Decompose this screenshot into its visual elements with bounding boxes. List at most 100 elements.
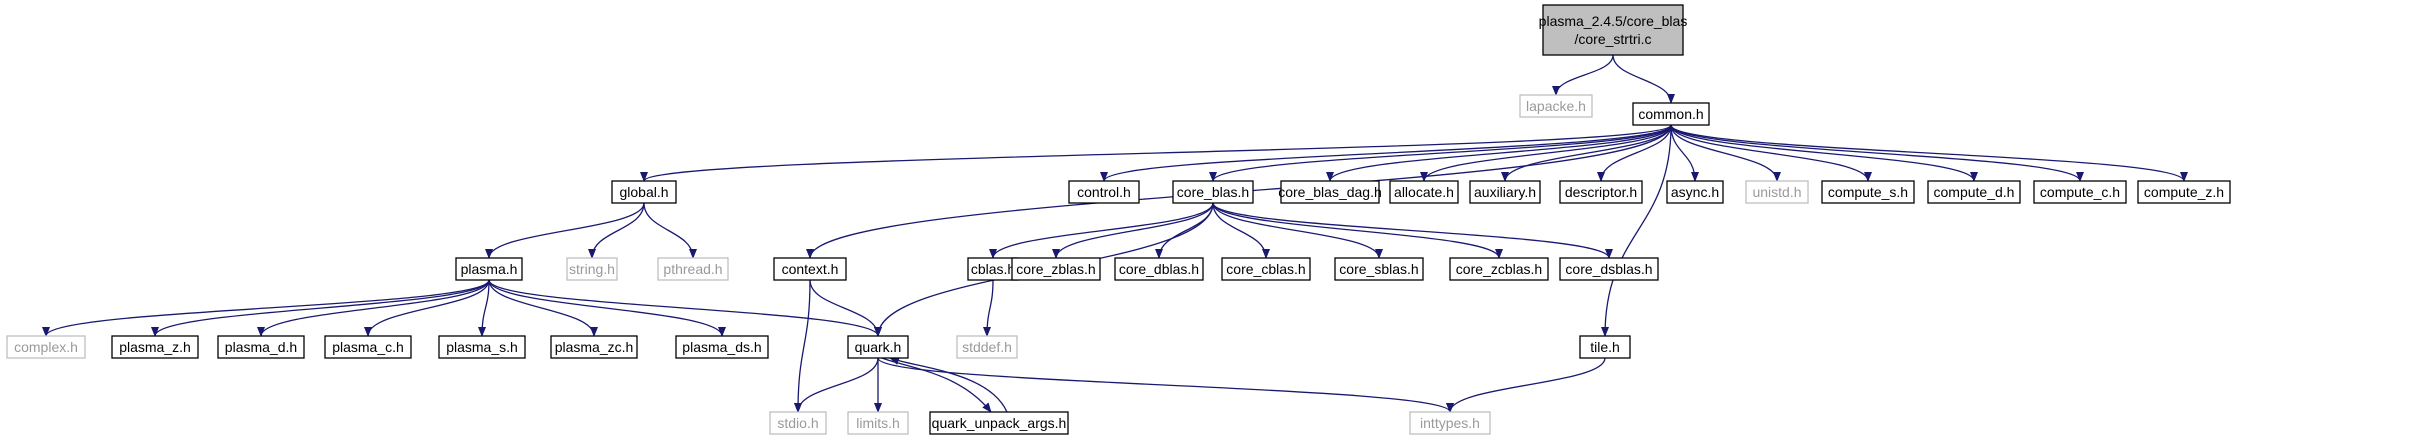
- node-async[interactable]: async.h: [1666, 180, 1724, 204]
- node-descriptor[interactable]: descriptor.h: [1559, 180, 1643, 204]
- node-box: [1389, 180, 1459, 204]
- edge-core_blas-to-core_cblas: [1212, 202, 1270, 259]
- node-label: control.h: [1077, 184, 1131, 200]
- node-label: stdio.h: [777, 415, 818, 431]
- node-box: [324, 335, 412, 359]
- node-label: core_dsblas.h: [1565, 261, 1652, 277]
- node-compute-d[interactable]: compute_d.h: [1927, 180, 2021, 204]
- node-label: core_blas_dag.h: [1278, 184, 1382, 200]
- node-core-dsblas[interactable]: core_dsblas.h: [1559, 257, 1659, 281]
- edge-common-to-global: [640, 124, 1672, 182]
- node-box: [111, 335, 199, 359]
- edge-core_blas-to-core_zcblas: [1212, 202, 1503, 259]
- edge-common-to-control: [1100, 124, 1672, 182]
- node-box: [2033, 180, 2127, 204]
- node-compute-s[interactable]: compute_s.h: [1821, 180, 1915, 204]
- edge-plasma-to-plasma_z: [151, 279, 490, 337]
- node-core-sblas[interactable]: core_sblas.h: [1334, 257, 1424, 281]
- node-core-cblas[interactable]: core_cblas.h: [1221, 257, 1311, 281]
- edge-plasma-to-plasma_ds: [488, 279, 726, 337]
- node-box: [1334, 257, 1424, 281]
- node-box: [847, 411, 909, 435]
- node-control[interactable]: control.h: [1068, 180, 1140, 204]
- node-quark-unpack-args[interactable]: quark_unpack_args.h: [929, 411, 1069, 435]
- node-box: [1559, 257, 1659, 281]
- node-core-dblas[interactable]: core_dblas.h: [1114, 257, 1204, 281]
- edge-context-to-quark: [809, 279, 882, 337]
- node-string: string.h: [566, 257, 618, 281]
- node-plasma-zc[interactable]: plasma_zc.h: [550, 335, 638, 359]
- node-box: [550, 335, 638, 359]
- edge-common-to-compute_d: [1670, 124, 1978, 182]
- node-label: plasma_c.h: [332, 339, 404, 355]
- edge-root-to-lapacke: [1552, 54, 1614, 96]
- node-box: [611, 180, 677, 204]
- node-plasma-c[interactable]: plasma_c.h: [324, 335, 412, 359]
- edge-common-to-descriptor: [1597, 124, 1672, 182]
- node-context[interactable]: context.h: [773, 257, 847, 281]
- node-label: stddef.h: [962, 339, 1012, 355]
- edge-quark-to-inttypes: [877, 357, 1454, 413]
- node-tile[interactable]: tile.h: [1579, 335, 1631, 359]
- node-label: inttypes.h: [1420, 415, 1480, 431]
- node-plasma-d[interactable]: plasma_d.h: [217, 335, 305, 359]
- node-label: plasma_z.h: [119, 339, 191, 355]
- edge-common-to-compute_c: [1670, 124, 2084, 182]
- node-label: descriptor.h: [1565, 184, 1637, 200]
- node-plasma-ds[interactable]: plasma_ds.h: [675, 335, 769, 359]
- node-label: core_dblas.h: [1119, 261, 1199, 277]
- edge-global-to-plasma: [485, 202, 645, 259]
- node-box: [847, 335, 909, 359]
- node-box: [1172, 180, 1254, 204]
- node-box: [1666, 180, 1724, 204]
- node-box: [566, 257, 618, 281]
- node-box: [1542, 4, 1684, 56]
- node-label: tile.h: [1590, 339, 1620, 355]
- node-box: [1221, 257, 1311, 281]
- node-plasma[interactable]: plasma.h: [455, 257, 523, 281]
- node-box: [769, 411, 827, 435]
- node-core-zblas[interactable]: core_zblas.h: [1011, 257, 1101, 281]
- edge-layer: [42, 54, 2188, 413]
- node-core-zcblas[interactable]: core_zcblas.h: [1449, 257, 1549, 281]
- node-quark[interactable]: quark.h: [847, 335, 909, 359]
- edge-tile-to-inttypes: [1446, 357, 1606, 413]
- node-stdio: stdio.h: [769, 411, 827, 435]
- edge-quark_unpack_args-to-quark: [889, 357, 1008, 413]
- node-label: context.h: [782, 261, 839, 277]
- node-label: plasma_d.h: [225, 339, 297, 355]
- node-box: [1927, 180, 2021, 204]
- edge-common-to-unistd: [1670, 124, 1781, 182]
- edge-context-to-stdio: [794, 279, 811, 413]
- node-label: async.h: [1671, 184, 1719, 200]
- edge-common-to-allocate: [1420, 124, 1672, 182]
- node-box: [6, 335, 86, 359]
- node-label: string.h: [569, 261, 615, 277]
- edge-global-to-pthread: [643, 202, 697, 259]
- node-label: plasma_2.4.5/core_blas: [1539, 13, 1688, 29]
- node-core-blas[interactable]: core_blas.h: [1172, 180, 1254, 204]
- node-label: core_zcblas.h: [1456, 261, 1542, 277]
- node-label: /core_strtri.c: [1574, 31, 1651, 47]
- node-limits: limits.h: [847, 411, 909, 435]
- node-label: pthread.h: [663, 261, 722, 277]
- node-box: [1114, 257, 1204, 281]
- node-allocate[interactable]: allocate.h: [1389, 180, 1459, 204]
- edge-plasma-to-complex: [42, 279, 490, 337]
- node-auxiliary[interactable]: auxiliary.h: [1469, 180, 1541, 204]
- edge-common-to-core_blas: [1209, 124, 1672, 182]
- node-root[interactable]: plasma_2.4.5/core_blas/core_strtri.c: [1539, 4, 1688, 56]
- node-plasma-s[interactable]: plasma_s.h: [438, 335, 526, 359]
- node-compute-c[interactable]: compute_c.h: [2033, 180, 2127, 204]
- node-compute-z[interactable]: compute_z.h: [2137, 180, 2231, 204]
- node-plasma-z[interactable]: plasma_z.h: [111, 335, 199, 359]
- node-global[interactable]: global.h: [611, 180, 677, 204]
- node-common[interactable]: common.h: [1632, 102, 1710, 126]
- node-box: [438, 335, 526, 359]
- edge-plasma-to-plasma_d: [257, 279, 490, 337]
- node-cblas[interactable]: cblas.h: [967, 257, 1019, 281]
- node-label: core_zblas.h: [1016, 261, 1095, 277]
- node-label: plasma.h: [461, 261, 518, 277]
- node-core-blas-dag[interactable]: core_blas_dag.h: [1278, 180, 1382, 204]
